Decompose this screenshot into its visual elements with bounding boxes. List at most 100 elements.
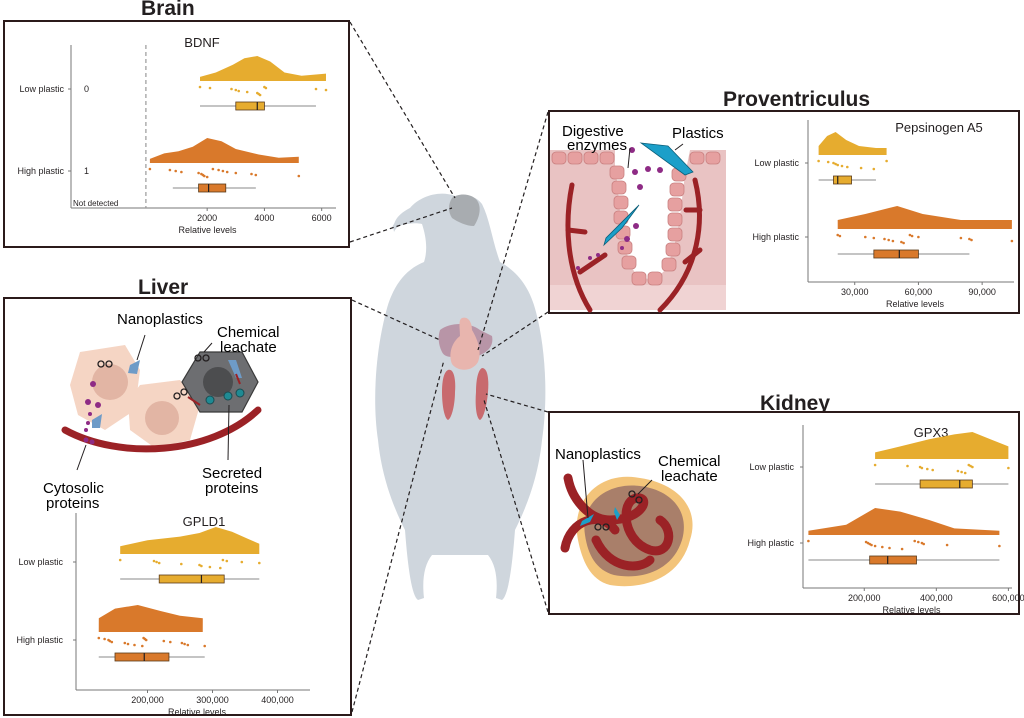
- data-point: [180, 641, 184, 645]
- data-point: [169, 640, 172, 644]
- kidney-organ-right: [475, 368, 489, 420]
- data-point: [956, 469, 960, 473]
- density-cloud: [818, 132, 887, 155]
- chart-title: GPX3: [914, 425, 949, 440]
- data-point: [240, 560, 244, 564]
- x-axis-label: Relative levels: [882, 605, 941, 615]
- data-point: [205, 175, 209, 179]
- liver-label-chemical: Chemical: [217, 324, 280, 341]
- x-tick-label: 4000: [254, 213, 274, 223]
- liver-illustration: Nanoplastics Chemical leachate Cytosolic…: [43, 311, 280, 512]
- data-point: [219, 566, 222, 570]
- data-point: [902, 241, 905, 245]
- density-cloud: [120, 527, 260, 554]
- kidney-nanoplastic-1: [580, 514, 594, 526]
- data-point: [180, 170, 183, 174]
- category-label: Low plastic: [754, 158, 799, 168]
- data-point: [133, 643, 136, 647]
- connector-liver-bottom: [351, 359, 445, 713]
- liver-title: Liver: [138, 276, 189, 299]
- liver-label-leaders: [76, 334, 230, 471]
- box: [869, 555, 917, 565]
- connector-prov-top: [477, 111, 549, 351]
- data-point: [900, 240, 903, 244]
- epithelial-cells: [551, 151, 721, 286]
- data-point: [126, 642, 130, 646]
- kidney-label-leachate: leachate: [661, 468, 718, 485]
- bird-body: [375, 193, 546, 600]
- kidney-illustration: Nanoplastics Chemical leachate: [555, 446, 721, 587]
- data-point: [230, 87, 233, 91]
- data-point: [157, 561, 161, 565]
- data-point: [998, 544, 1001, 548]
- kidney-nano-leader: [582, 459, 589, 519]
- chart-title: BDNF: [184, 35, 219, 50]
- box: [873, 249, 919, 259]
- x-tick-label: 60,000: [905, 287, 933, 297]
- data-point: [887, 238, 890, 242]
- proventriculus-label-digestive: Digestive: [562, 123, 624, 140]
- data-point: [817, 159, 820, 163]
- x-axis-label: Relative levels: [178, 225, 237, 235]
- data-point: [910, 234, 914, 238]
- data-point: [208, 86, 212, 90]
- nanoplastic-particle: [128, 360, 140, 374]
- data-point: [908, 233, 912, 237]
- plastic-fragment-top: [639, 142, 694, 176]
- density-cloud: [808, 508, 1000, 535]
- data-point: [913, 539, 916, 543]
- liver-label-cytosolic: Cytosolic: [43, 480, 104, 497]
- data-point: [834, 162, 837, 166]
- category-label: High plastic: [16, 635, 63, 645]
- connector-brain-top: [349, 21, 456, 199]
- data-point: [826, 160, 830, 164]
- kidney-title: Kidney: [760, 392, 831, 415]
- proventriculus-title: Proventriculus: [723, 88, 871, 111]
- density-cloud: [200, 56, 326, 81]
- data-point: [237, 89, 240, 93]
- x-tick-label: 600,000: [992, 593, 1024, 603]
- category-code: 0: [84, 84, 89, 94]
- data-point: [203, 174, 206, 178]
- not-detected-label: Not detected: [73, 199, 118, 208]
- x-axis-label: Relative levels: [168, 707, 227, 717]
- data-point: [872, 167, 876, 171]
- data-point: [217, 168, 220, 172]
- x-tick-label: 200,000: [848, 593, 881, 603]
- data-point: [110, 640, 114, 644]
- proventriculus-organ: [450, 317, 480, 370]
- data-point: [873, 544, 877, 548]
- data-point: [250, 172, 253, 176]
- bird-silhouette: [375, 193, 546, 600]
- data-point: [963, 471, 967, 475]
- data-point: [873, 463, 877, 467]
- data-point: [885, 159, 888, 163]
- data-point: [872, 236, 876, 240]
- data-point: [97, 636, 101, 640]
- data-point: [234, 88, 238, 92]
- box: [235, 101, 265, 111]
- inhibition-marks: [187, 373, 241, 406]
- data-point: [297, 174, 301, 178]
- connector-kidney-bottom: [483, 399, 549, 613]
- data-point: [208, 565, 212, 569]
- data-point: [906, 464, 909, 468]
- box: [833, 175, 852, 185]
- data-point: [103, 637, 106, 641]
- data-point: [148, 167, 152, 171]
- density-cloud: [837, 206, 1012, 229]
- data-point: [211, 167, 215, 171]
- data-point: [917, 540, 920, 544]
- data-point: [881, 545, 884, 549]
- kidney-chemical-leachate: [594, 490, 643, 531]
- data-point: [960, 470, 963, 474]
- box: [158, 574, 225, 584]
- liver-label-secreted: Secreted: [202, 465, 262, 482]
- data-point: [922, 542, 925, 546]
- connector-brain-bottom: [349, 207, 453, 243]
- kidney-nanoplastic-2: [614, 507, 620, 520]
